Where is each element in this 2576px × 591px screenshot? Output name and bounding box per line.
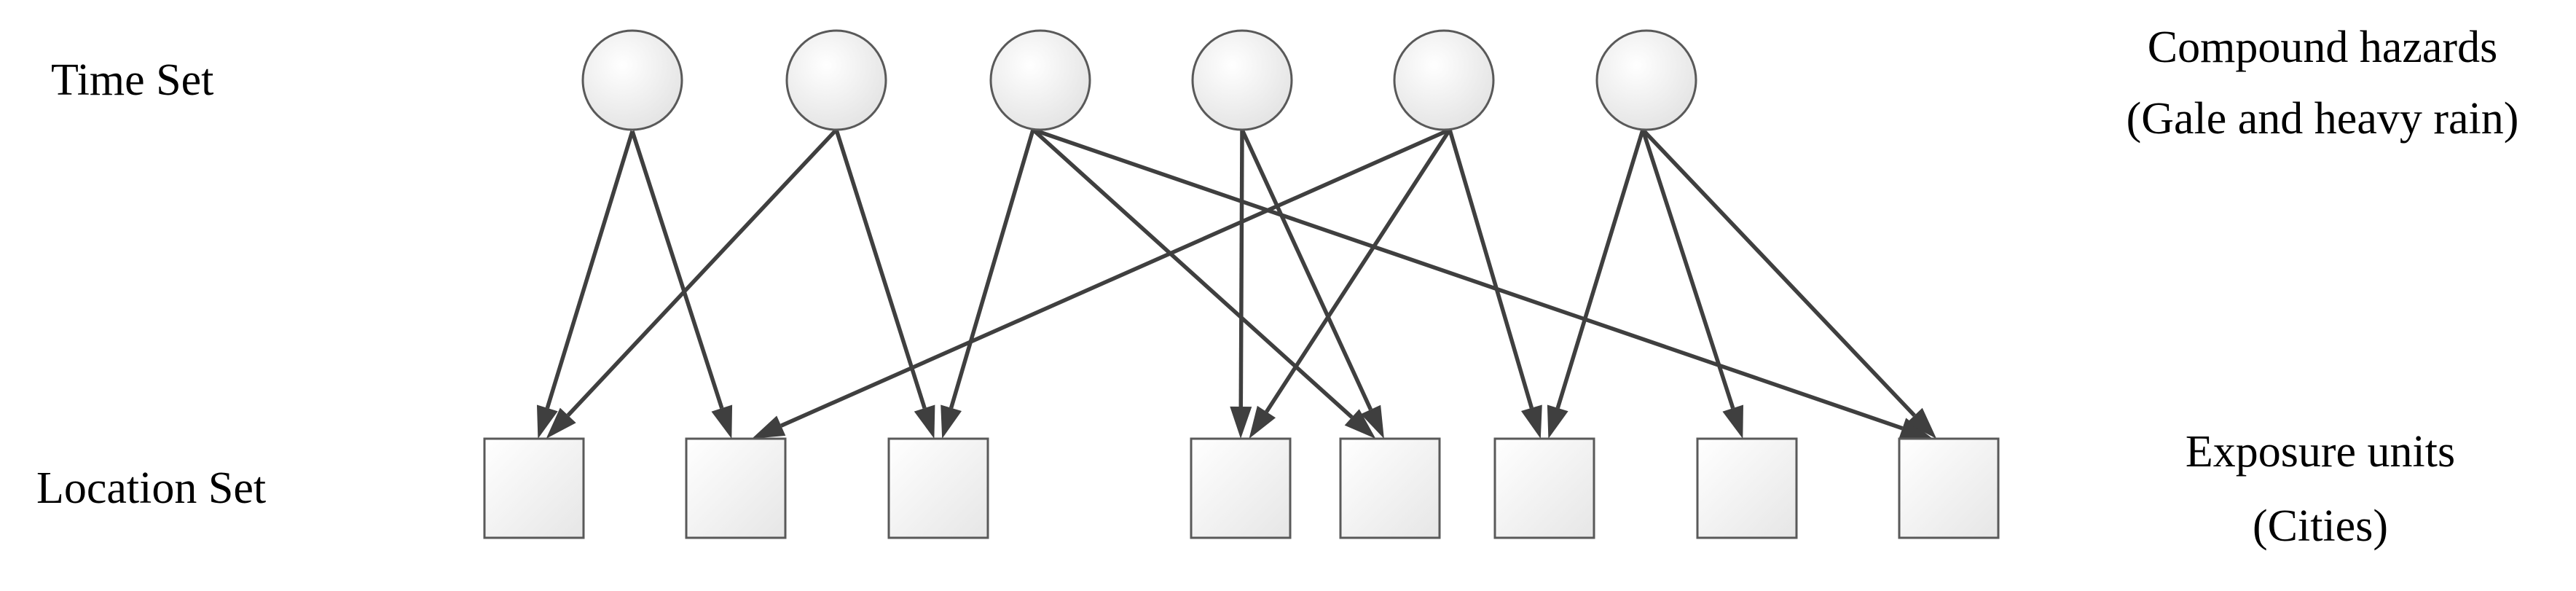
- edge-t4-l5: [1240, 128, 1384, 439]
- location-set-label: Location Set: [36, 463, 266, 513]
- edge-t4-l5-line: [1240, 128, 1373, 411]
- edge-t4-l4-line: [1238, 129, 1244, 407]
- edge-t5-l6-arrowhead: [1520, 404, 1542, 439]
- edge-t3-l8: [1032, 128, 1933, 439]
- edge-t6-l6: [1547, 129, 1645, 439]
- exposure-units-label: Exposure units: [2186, 427, 2455, 477]
- edge-t6-l8: [1641, 128, 1937, 439]
- edge-t6-l7-line: [1641, 129, 1735, 409]
- edge-t1-l1: [536, 130, 635, 439]
- time-node-t4: [1191, 29, 1293, 131]
- location-node-l7: [1696, 437, 1798, 539]
- edge-t2-l1: [546, 128, 839, 439]
- edge-t5-l2: [752, 128, 1451, 439]
- edge-t3-l5-arrowhead: [1344, 409, 1376, 439]
- edge-t5-l6: [1448, 129, 1542, 439]
- time-node-t3: [989, 29, 1091, 131]
- edge-t2-l1-arrowhead: [546, 407, 576, 439]
- nodes-layer: [483, 29, 2000, 539]
- time-node-t1: [581, 29, 683, 131]
- edge-t2-l3-line: [834, 129, 927, 409]
- edge-t6-l6-arrowhead: [1547, 404, 1568, 439]
- edge-t2-l3: [834, 129, 935, 439]
- time-node-t2: [785, 29, 887, 131]
- edge-t6-l6-line: [1555, 129, 1645, 409]
- location-node-l4: [1190, 437, 1292, 539]
- time-node-t5: [1393, 29, 1495, 131]
- edge-t4-l5-arrowhead: [1360, 404, 1384, 439]
- edge-t5-l2-line: [780, 128, 1451, 428]
- edge-t3-l5: [1032, 128, 1376, 439]
- edge-t6-l7-arrowhead: [1722, 404, 1743, 439]
- edge-t3-l3-line: [949, 129, 1035, 409]
- edge-t5-l4-arrowhead: [1249, 405, 1276, 439]
- edge-t6-l8-line: [1641, 128, 1916, 418]
- cities-label: (Cities): [2253, 501, 2388, 551]
- edge-t5-l4: [1249, 128, 1452, 439]
- edge-t3-l3-arrowhead: [941, 404, 962, 439]
- edge-t1-l2-arrowhead: [711, 404, 733, 439]
- compound-hazards-label: Compound hazards: [2148, 23, 2497, 72]
- location-node-l2: [685, 437, 787, 539]
- edge-t5-l6-line: [1448, 129, 1534, 409]
- edge-t5-l4-line: [1265, 128, 1452, 413]
- hazards-subtitle-label: (Gale and heavy rain): [2127, 94, 2519, 144]
- location-node-l8: [1898, 437, 2000, 539]
- edge-t4-l4-arrowhead: [1230, 406, 1252, 439]
- location-node-l3: [887, 437, 989, 539]
- edge-t3-l8-line: [1032, 128, 1904, 431]
- location-node-l1: [483, 437, 585, 539]
- edge-t6-l7: [1641, 129, 1743, 439]
- edge-t2-l3-arrowhead: [914, 404, 935, 439]
- edge-t1-l2-line: [630, 130, 724, 409]
- edge-t3-l5-line: [1032, 128, 1354, 419]
- edge-t6-l8-arrowhead: [1907, 407, 1937, 439]
- time-set-label: Time Set: [51, 55, 213, 105]
- time-node-t6: [1595, 29, 1697, 131]
- edge-t2-l1-line: [566, 128, 839, 417]
- edge-t3-l3: [941, 129, 1035, 439]
- edge-t1-l1-line: [545, 130, 635, 409]
- edges-layer: [536, 128, 1937, 439]
- location-node-l6: [1493, 437, 1595, 539]
- edge-t1-l1-arrowhead: [536, 404, 558, 439]
- location-node-l5: [1339, 437, 1441, 539]
- edge-t1-l2: [630, 130, 733, 439]
- edge-t4-l4: [1230, 129, 1252, 439]
- edge-t5-l2-arrowhead: [752, 415, 786, 439]
